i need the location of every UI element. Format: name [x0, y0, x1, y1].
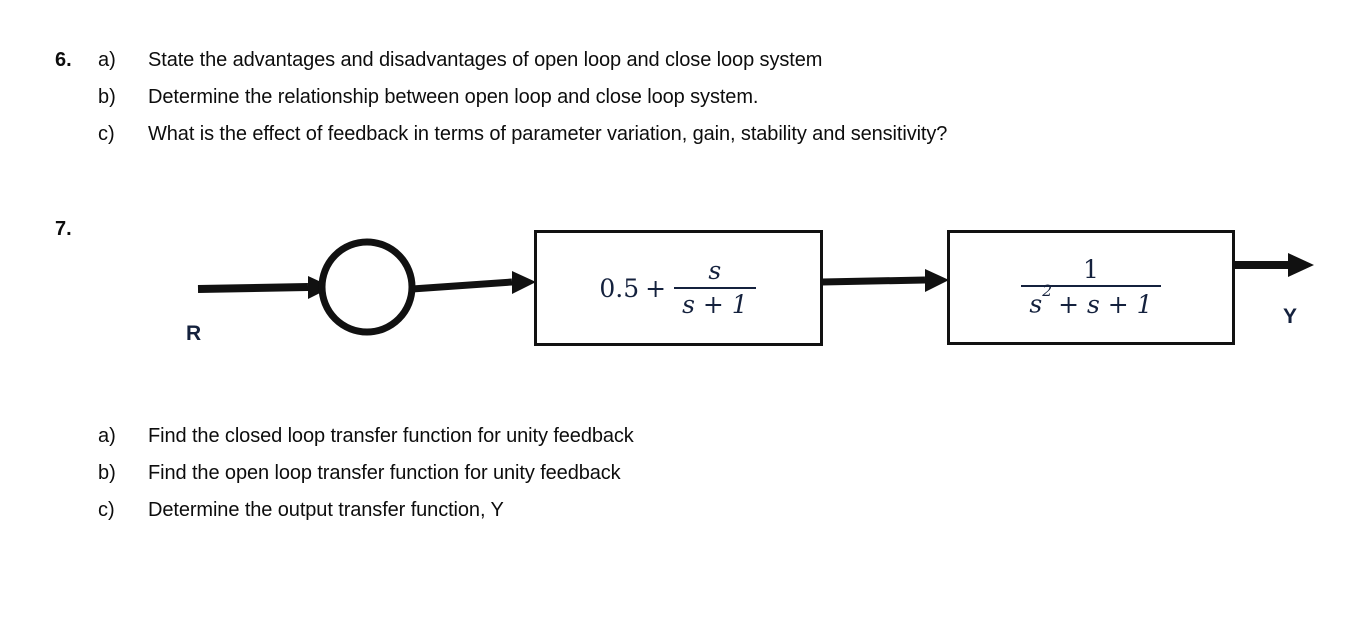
plant-denominator-base: s — [1029, 289, 1043, 319]
plant-expression: 1 s2 + s + 1 — [1019, 255, 1162, 319]
question-7-item-b: b) Find the open loop transfer function … — [98, 463, 621, 483]
question-6-item-c: c) What is the effect of feedback in ter… — [98, 124, 947, 144]
input-label-r: R — [186, 322, 202, 345]
question-6-item-a: a) State the advantages and disadvantage… — [98, 50, 822, 70]
question-6-marker-b: b) — [98, 86, 116, 108]
question-7-number: 7. — [55, 218, 72, 240]
question-7-text-b: Find the open loop transfer function for… — [148, 462, 621, 484]
plant-fraction-bar — [1021, 285, 1161, 288]
question-7-marker-c: c) — [98, 499, 115, 521]
controller-block: 0.5 + s s + 1 — [534, 230, 823, 346]
output-label-y: Y — [1283, 305, 1298, 328]
controller-fraction: s s + 1 — [674, 258, 756, 318]
connector-controller-to-plant — [821, 269, 949, 292]
input-arrow — [197, 276, 332, 299]
plant-denominator-exponent: 2 — [1042, 282, 1053, 301]
plant-fraction: 1 s2 + s + 1 — [1021, 255, 1161, 319]
question-6-item-b: b) Determine the relationship between op… — [98, 87, 758, 107]
question-7-item-c: c) Determine the output transfer functio… — [98, 500, 504, 520]
question-7-text-c: Determine the output transfer function, … — [148, 499, 504, 521]
controller-fraction-numerator: s — [708, 256, 722, 286]
question-6-text-a: State the advantages and disadvantages o… — [148, 49, 823, 71]
question-7-marker-b: b) — [98, 462, 116, 484]
question-6-text-b: Determine the relationship between open … — [148, 86, 759, 108]
question-6-marker-c: c) — [98, 123, 115, 145]
connector-sum-to-controller — [411, 271, 536, 294]
output-arrow — [1234, 253, 1314, 277]
plant-fraction-denominator: s2 + s + 1 — [1021, 283, 1160, 319]
controller-lead-term: 0.5 — [599, 273, 640, 303]
controller-plus-operator: + — [645, 273, 667, 303]
question-7-text-a: Find the closed loop transfer function f… — [148, 425, 634, 447]
question-7-item-a: a) Find the closed loop transfer functio… — [98, 426, 634, 446]
question-7-marker-a: a) — [98, 425, 116, 447]
question-6-text-c: What is the effect of feedback in terms … — [148, 123, 948, 145]
controller-fraction-bar — [674, 286, 756, 289]
summing-junction-circle — [318, 238, 416, 336]
plant-fraction-numerator: 1 — [1083, 255, 1099, 285]
controller-fraction-denominator: s + 1 — [682, 289, 748, 319]
plant-block: 1 s2 + s + 1 — [947, 230, 1235, 345]
question-6-marker-a: a) — [98, 49, 116, 71]
controller-expression: 0.5 + s s + 1 — [599, 258, 757, 318]
question-6-number: 6. — [55, 49, 72, 71]
plant-denominator-rest: + s + 1 — [1058, 289, 1153, 319]
